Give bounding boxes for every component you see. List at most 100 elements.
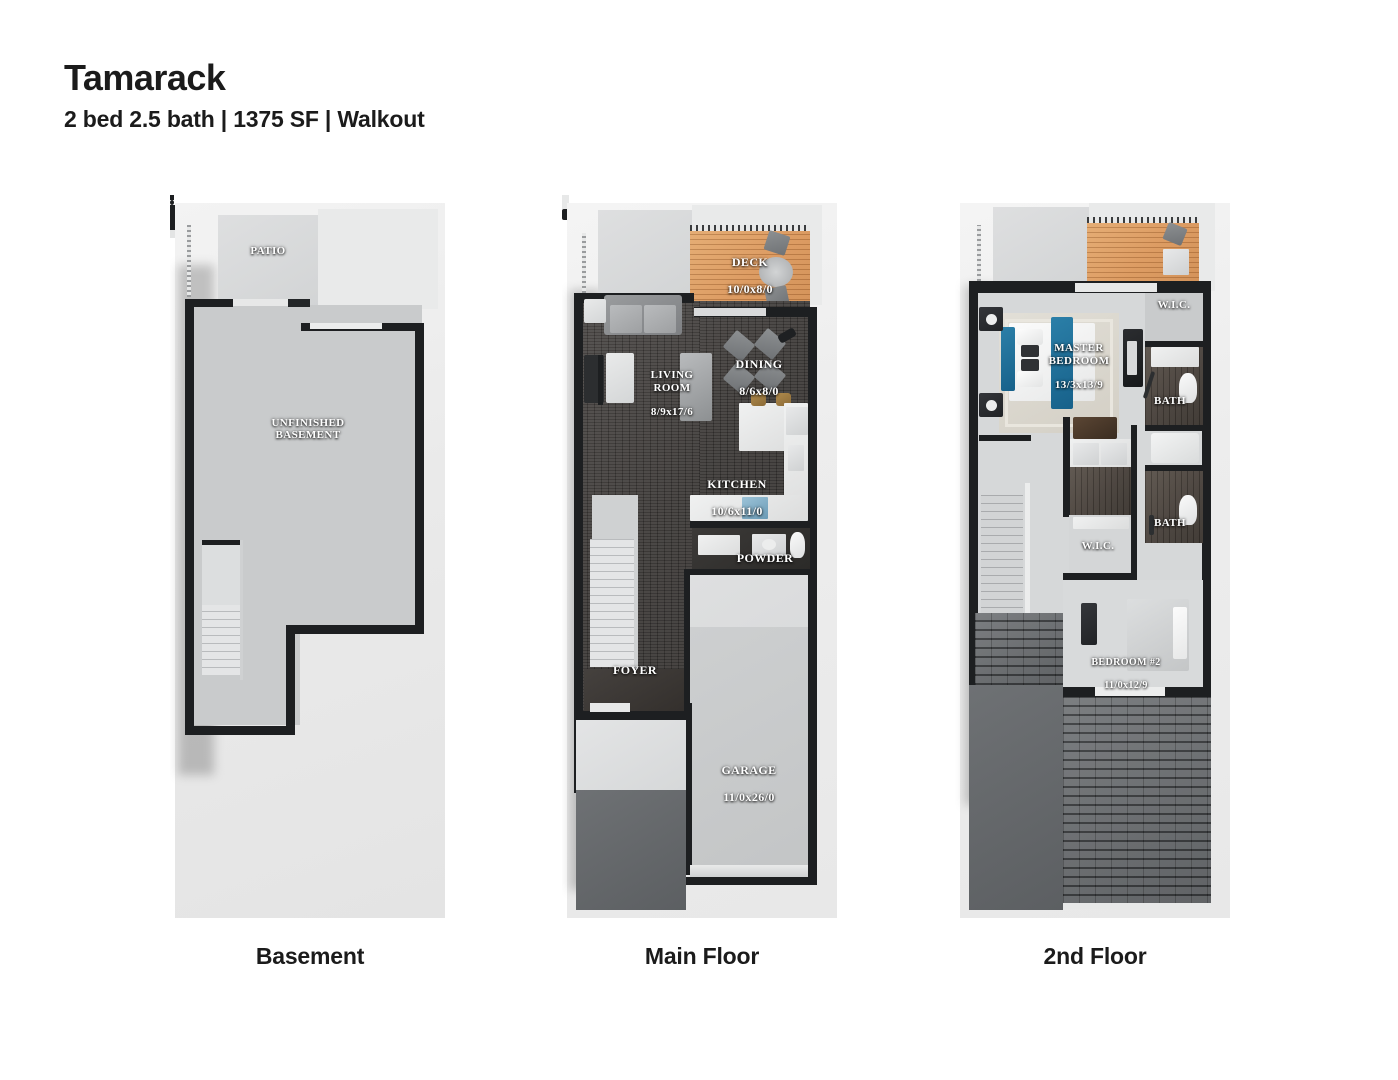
plan-second-floor[interactable]: W.I.C. MASTER BEDROOM 13/3x13/9 BATH BAT… <box>955 195 1235 969</box>
basement-window-rear-2 <box>310 323 382 329</box>
living-accent-table <box>606 353 634 403</box>
bedroom2-nightstand <box>1081 603 1097 645</box>
powder-sink-bowl <box>762 539 776 550</box>
kitchen-range <box>742 497 768 519</box>
master-bed-throw <box>1001 327 1015 391</box>
master-accent-pillow-1 <box>1021 345 1039 357</box>
plan-basement[interactable]: PATIO UNFINISHED BASEMENT Basement <box>170 195 450 969</box>
wic-upper-wall <box>1145 341 1203 347</box>
hall-wall-divider <box>1131 425 1137 575</box>
garage-wall-bottom <box>684 877 817 885</box>
basement-newel-post <box>170 230 177 238</box>
living-sofa-cushion-b <box>644 305 676 333</box>
hall-wood-floor <box>1069 467 1131 515</box>
front-walk <box>576 720 686 790</box>
basement-wall-rear-left <box>185 299 233 307</box>
main-wall-left <box>574 293 583 793</box>
basement-railing-left <box>187 225 191 297</box>
exterior-light-icon <box>562 209 569 220</box>
wic-lower-shelf <box>1073 517 1129 529</box>
kitchen-stool-1 <box>751 393 766 406</box>
deck-railing <box>690 225 810 231</box>
garage-wall-right <box>808 569 817 879</box>
main-wall-right <box>808 307 817 617</box>
wic-upper-floor <box>1145 293 1203 341</box>
ac-unit-icon <box>170 205 176 217</box>
rear-pad <box>598 210 692 300</box>
main-stairs <box>590 539 634 667</box>
shared-tub <box>1151 433 1199 463</box>
second-floor-render: W.I.C. MASTER BEDROOM 13/3x13/9 BATH BAT… <box>955 195 1235 925</box>
master-pillow-2 <box>1017 371 1043 387</box>
kitchen-fridge <box>786 407 808 435</box>
second-railing-left <box>977 225 981 281</box>
master-pillow-1 <box>1017 329 1043 345</box>
bath-upper-vanity <box>1151 347 1199 367</box>
roof-edge-trim <box>1063 903 1211 909</box>
bedroom2-window <box>1095 687 1165 696</box>
basement-wall-step-horiz <box>286 625 424 634</box>
plan-main-floor[interactable]: DECK 10/0x8/0 DINING 8/6x8/0 LIVING ROOM… <box>562 195 842 969</box>
powder-wall-top <box>690 521 810 528</box>
basement-stair-landing <box>202 545 242 605</box>
header: Tamarack 2 bed 2.5 bath | 1375 SF | Walk… <box>64 58 425 133</box>
roof-deck-railing <box>1087 217 1199 223</box>
hall-wall-left <box>1063 417 1070 517</box>
basement-post-2 <box>170 200 174 205</box>
floorplan-gallery: PATIO UNFINISHED BASEMENT Basement <box>0 195 1398 995</box>
basement-stair-rail <box>240 540 243 680</box>
meter-icon <box>170 217 176 230</box>
dryer <box>1101 443 1127 465</box>
washer <box>1073 443 1099 465</box>
rear-yard <box>318 209 438 309</box>
basement-wall-right <box>415 325 424 630</box>
powder-wall-bottom <box>690 569 810 576</box>
basement-render: PATIO UNFINISHED BASEMENT <box>170 195 450 925</box>
wic-lower-wall-bottom <box>1063 573 1137 580</box>
patio-slab <box>218 215 318 310</box>
kitchen-sink <box>788 445 804 471</box>
living-side-table-left <box>584 299 606 323</box>
caption-second-floor: 2nd Floor <box>1043 943 1147 969</box>
second-wall-right <box>1202 281 1211 711</box>
second-wall-left <box>969 281 978 711</box>
master-mirror <box>1127 341 1137 375</box>
roof-shingles-left <box>975 613 1063 685</box>
basement-post-1 <box>170 195 174 200</box>
second-stair-rail <box>1025 483 1030 623</box>
basement-wall-patio-right <box>288 299 310 307</box>
caption-main-floor: Main Floor <box>644 943 760 969</box>
garage-wall-left-lower <box>684 703 692 875</box>
bath-lower-fixture <box>1149 515 1154 535</box>
basement-wall-left <box>185 299 194 735</box>
front-door <box>590 703 630 712</box>
kitchen-stool-2 <box>776 393 791 406</box>
living-sofa-cushion-a <box>610 305 642 333</box>
master-bed-runner <box>1051 317 1073 409</box>
roof-shingles-main <box>1063 697 1211 905</box>
main-stair-landing <box>592 495 634 539</box>
caption-basement: Basement <box>255 943 365 969</box>
tub-wall-bottom <box>1145 465 1203 471</box>
page-subtitle: 2 bed 2.5 bath | 1375 SF | Walkout <box>64 105 425 132</box>
main-newel-post <box>562 195 569 209</box>
bedroom2-pillow <box>1173 607 1187 659</box>
main-slider-door <box>694 308 766 316</box>
basement-window-rear-1 <box>233 299 288 306</box>
bath-upper-toilet <box>1179 373 1197 403</box>
bath-upper-wall-bottom <box>1145 425 1203 431</box>
main-stair-wall <box>598 355 603 405</box>
hall-console <box>1073 417 1117 439</box>
foyer-wall-bottom <box>574 711 692 720</box>
second-rear-pad <box>993 207 1089 287</box>
garage-door <box>690 865 808 877</box>
master-lamp-top <box>986 314 997 325</box>
living-coffee-table <box>680 353 712 421</box>
second-stairs <box>981 495 1023 615</box>
main-floor-render: DECK 10/0x8/0 DINING 8/6x8/0 LIVING ROOM… <box>562 195 842 925</box>
master-accent-pillow-2 <box>1021 359 1039 371</box>
basement-stair-wall <box>202 540 242 545</box>
basement-wall-step-up <box>286 625 295 735</box>
second-hall-wall <box>979 435 1031 441</box>
